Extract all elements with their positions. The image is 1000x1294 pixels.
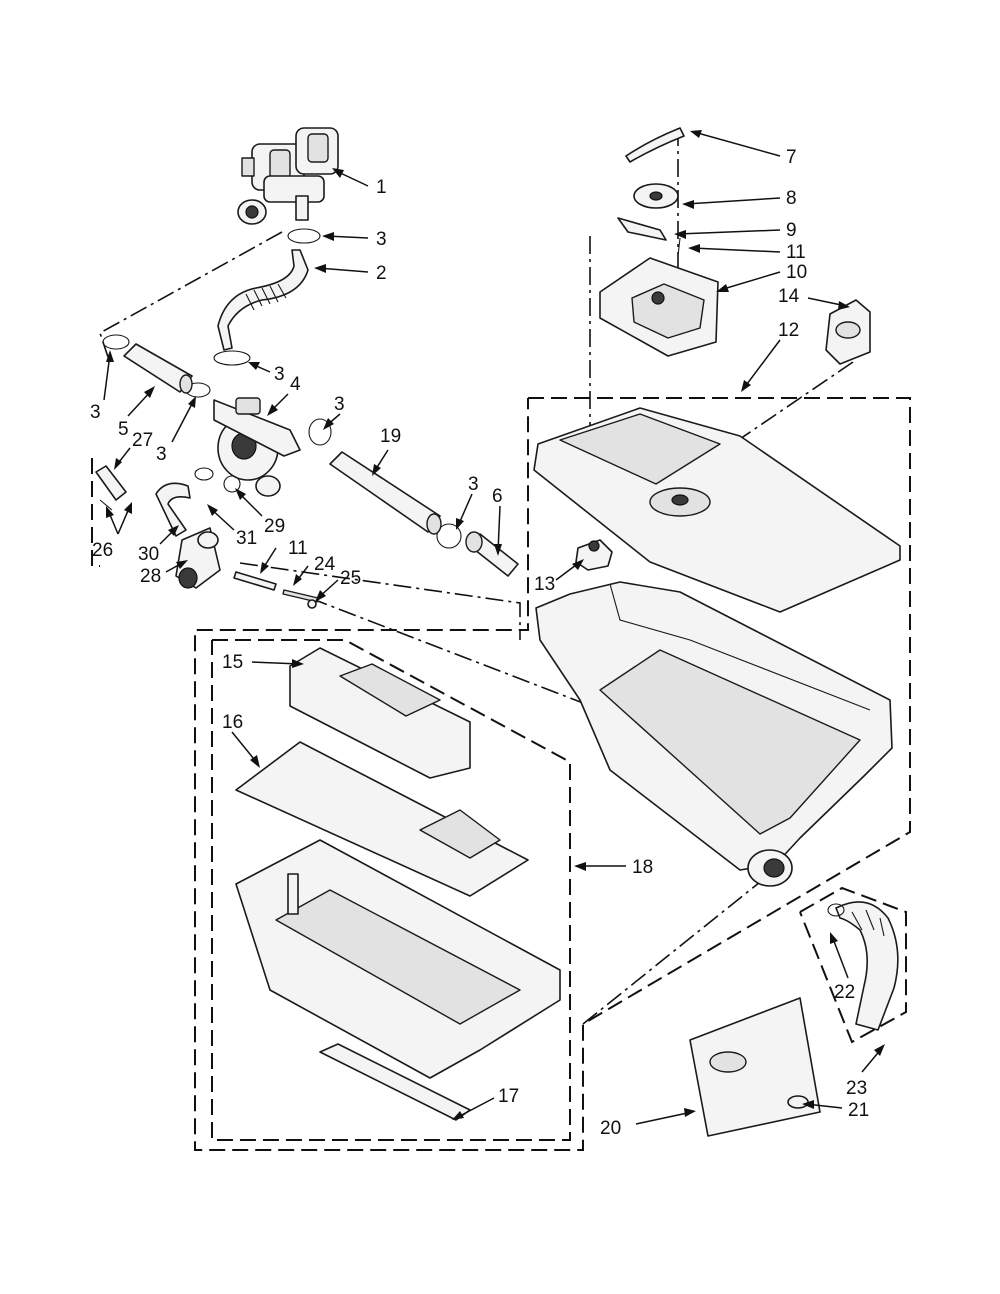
bellows-13 [575, 539, 613, 571]
callout-3: 3 [468, 474, 479, 495]
callout-4: 4 [290, 374, 301, 395]
callout-26: 26 [92, 540, 113, 561]
hose-5 [123, 343, 193, 394]
callout-24: 24 [314, 554, 336, 575]
callout-3: 3 [274, 364, 285, 385]
callout-29: 29 [264, 516, 285, 537]
callout-10: 10 [786, 262, 807, 283]
callout-labels: 1 3 2 3 4 3 5 27 3 3 19 3 6 29 31 26 30 … [90, 147, 869, 1139]
dispenser-group-boundary [211, 639, 571, 1141]
hose-30 [155, 467, 241, 537]
callout-16: 16 [222, 712, 243, 733]
hose-19 [329, 451, 442, 535]
callout-3: 3 [156, 444, 167, 465]
callout-6: 6 [492, 486, 503, 507]
dispenser-housing [535, 581, 893, 887]
screw-rod-set [233, 571, 319, 609]
callout-21: 21 [848, 1100, 869, 1121]
callout-2: 2 [376, 263, 387, 284]
drawer-body [235, 839, 561, 1079]
callout-30: 30 [138, 544, 159, 565]
group-boundaries [91, 397, 911, 1151]
drawer-top-15 [289, 647, 471, 779]
fill-hose [217, 249, 309, 351]
outlet-hose-22 [827, 901, 899, 1031]
callout-14: 14 [778, 286, 800, 307]
water-valve [237, 127, 339, 225]
callout-23: 23 [846, 1078, 867, 1099]
housing-group-boundary [194, 397, 911, 1151]
tube-group-boundary [91, 458, 100, 567]
tube-26-27 [95, 465, 127, 511]
callout-20: 20 [600, 1118, 621, 1139]
callout-3: 3 [90, 402, 101, 423]
callout-1: 1 [376, 177, 387, 198]
valve-fitting-4 [213, 397, 301, 497]
drawer-cover-16 [235, 741, 529, 897]
callout-9: 9 [786, 220, 797, 241]
leader-lines [103, 130, 885, 1125]
callout-7: 7 [786, 147, 797, 168]
callout-11: 11 [786, 242, 806, 263]
actuator-parts [599, 127, 871, 365]
callout-13: 13 [534, 574, 555, 595]
callout-31: 31 [236, 528, 257, 549]
callout-15: 15 [222, 652, 243, 673]
callout-3: 3 [376, 229, 387, 250]
callout-22: 22 [834, 982, 855, 1003]
hose-6 [465, 531, 519, 577]
callout-19: 19 [380, 426, 401, 447]
callout-27: 27 [132, 430, 153, 451]
callout-11: 11 [288, 538, 308, 559]
check-valve-28 [175, 527, 221, 589]
callout-8: 8 [786, 188, 797, 209]
callout-5: 5 [118, 419, 129, 440]
callout-17: 17 [498, 1086, 519, 1107]
housing-top-12 [533, 407, 901, 613]
hose-group-boundary [799, 886, 907, 1044]
callout-25: 25 [340, 568, 361, 589]
callout-18: 18 [632, 857, 653, 878]
callout-3: 3 [334, 394, 345, 415]
callout-12: 12 [778, 320, 799, 341]
callout-28: 28 [140, 566, 161, 587]
front-panel-20 [689, 997, 821, 1137]
